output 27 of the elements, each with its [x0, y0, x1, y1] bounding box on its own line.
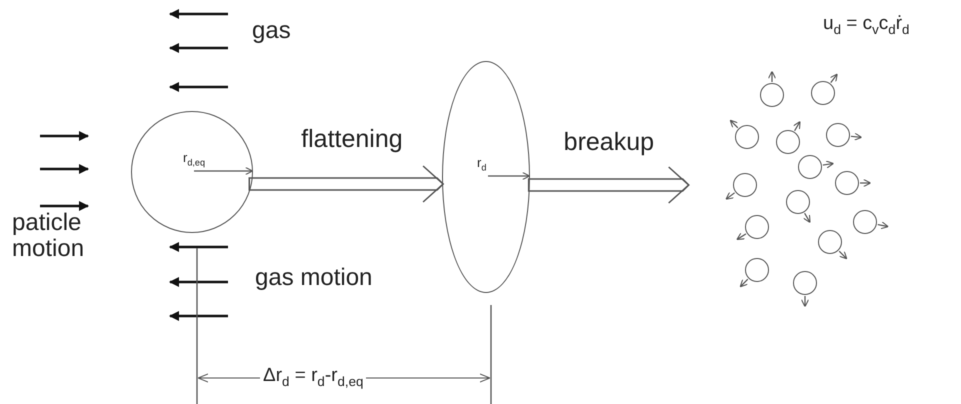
- small-droplet-circle: [835, 171, 859, 195]
- small-droplet-circle: [745, 258, 769, 282]
- radius-label: r$_{d}$: [477, 156, 486, 173]
- edge-label: breakup: [564, 129, 654, 156]
- small-droplet-circle: [760, 83, 784, 107]
- small-droplet-circle: [826, 123, 850, 147]
- small-droplet-circle: [735, 125, 759, 149]
- flattened-droplet-ellipse: [442, 61, 530, 293]
- small-droplet-circle: [818, 230, 842, 254]
- edge-label: flattening: [301, 126, 403, 154]
- small-droplet-circle: [776, 130, 800, 154]
- double-arrow: [248, 165, 444, 203]
- label-text: gas motion: [255, 265, 372, 292]
- dimension-label: Δr$_{d}$ = r$_{d}$-r$_{d,eq}$: [260, 366, 366, 390]
- small-droplet-circle: [853, 210, 877, 234]
- radius-label: r$_{d,eq}$: [183, 151, 206, 168]
- small-droplet-circle: [793, 271, 817, 295]
- equation-text: u$_{d}$ = c$_{v}$c$_{d}$ṙ$_{d}$: [823, 14, 910, 38]
- label-text: paticle motion: [12, 210, 86, 263]
- small-droplet-circle: [733, 173, 757, 197]
- small-droplet-circle: [786, 190, 810, 214]
- label-text: gas: [252, 18, 291, 44]
- small-droplet-circle: [798, 155, 822, 179]
- double-arrow: [528, 166, 690, 204]
- droplet-circle: [131, 111, 253, 233]
- small-droplet-circle: [811, 81, 835, 105]
- small-droplet-circle: [745, 215, 769, 239]
